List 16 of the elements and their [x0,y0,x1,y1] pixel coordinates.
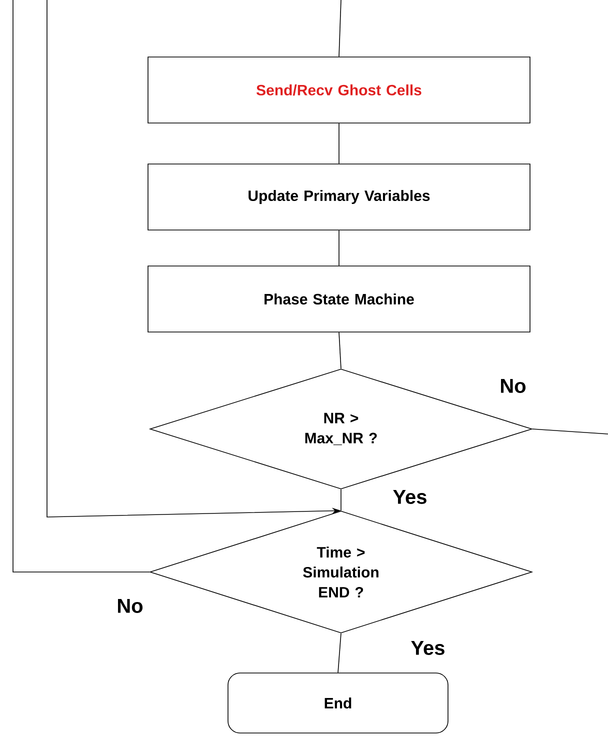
connector [338,123,340,164]
process-box: Send/Recv Ghost Cells [148,56,530,124]
connector [338,0,342,57]
connector [532,428,608,434]
connector [338,332,342,369]
edge-label: Yes [410,640,446,656]
connector [12,0,150,572]
edge-label: No [498,378,528,394]
edge-label: Yes [392,489,428,505]
process-box: Update Primary Variables [148,164,530,230]
process-box: Phase State Machine [148,266,530,332]
connector [338,230,340,266]
connector [340,489,342,511]
terminal-box: End [228,672,448,734]
edge-label: No [116,598,144,614]
connector [338,633,342,673]
